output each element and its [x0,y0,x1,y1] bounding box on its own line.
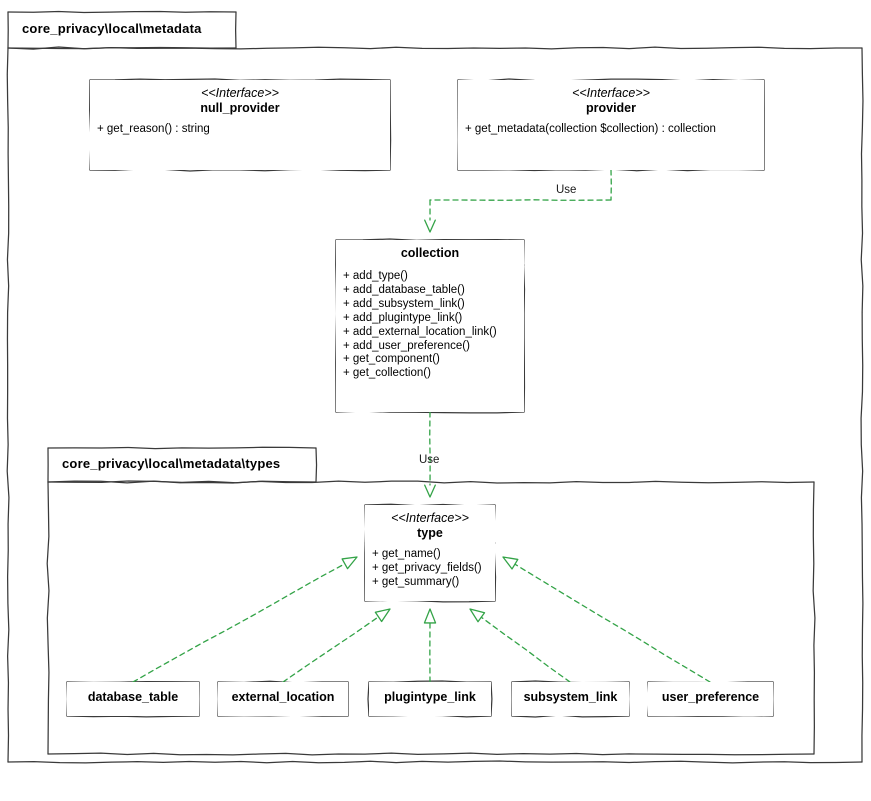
class-node-user_preference[interactable]: user_preference [648,682,773,716]
pkg-types-tab-top [47,446,317,450]
pkg-types-bottom [47,752,815,756]
class-node-provider[interactable]: <<Interface>>provider + get_metadata(coll… [458,80,764,170]
provider-members: + get_metadata(collection $collection) :… [458,118,764,143]
relation-rel-external_location-type[interactable] [282,616,380,683]
external_location-header: external_location [218,682,348,716]
type-members: + get_name()+ get_privacy_fields()+ get_… [365,543,495,596]
database_table-header: database_table [67,682,199,716]
type-member-0: + get_name() [372,548,441,560]
collection-member-7: + get_collection() [343,367,431,380]
subsystem_link-header: subsystem_link [512,682,629,716]
null_provider-name: null_provider [200,101,280,115]
relation-rel-provider-collection[interactable] [429,169,612,221]
pkg-metadata-tab-top [7,10,237,14]
pkg-types-left [46,481,50,755]
null_provider-outline-right [389,79,392,171]
rel-collection-type-arrowhead [424,484,436,498]
pkg-metadata-bottom [7,760,863,764]
class-node-type[interactable]: <<Interface>>type+ get_name()+ get_priva… [365,505,495,601]
pkg-types-top [47,480,815,484]
null_provider-members: + get_reason() : string [90,118,390,143]
rel-external_location-type-arrowhead [374,608,391,623]
collection-member-4: + add_external_location_link() [343,325,497,338]
rel-plugintype_link-type-arrowhead [423,608,437,624]
rel-provider-collection-label: Use [556,184,577,196]
pkg-types-tab-right [315,447,318,483]
collection-member-3: + add_plugintype_link() [343,311,463,324]
user_preference-header: user_preference [648,682,773,716]
external_location-name: external_location [231,690,335,704]
collection-members: + add_type()+ add_database_table()+ add_… [336,265,524,387]
class-node-subsystem_link[interactable]: subsystem_link [512,682,629,716]
class-node-database_table[interactable]: database_table [67,682,199,716]
type-stereotype: <<Interface>> [391,511,469,525]
collection-member-0: + add_type() [343,270,408,282]
rel-subsystem_link-type-seg-0 [480,616,571,683]
rel-provider-collection-arrowhead [424,219,436,233]
rel-subsystem_link-type-arrowhead [469,608,486,623]
plugintype_link-name: plugintype_link [384,690,476,704]
collection-member-5: + add_user_preference() [343,339,470,352]
provider-member-0: + get_metadata(collection $collection) :… [465,123,716,135]
class-node-null_provider[interactable]: <<Interface>>null_provider + get_reason()… [90,80,390,170]
type-name: type [417,526,443,540]
database_table-name: database_table [87,690,179,704]
type-member-2: + get_summary() [372,575,460,588]
collection-member-2: + add_subsystem_link() [343,297,465,310]
pkg-metadata-left [6,47,10,763]
subsystem_link-name: subsystem_link [523,690,618,704]
database_table-outline-bottom [66,715,200,718]
rel-user_preference-type-seg-0 [514,563,711,683]
pkg-metadata-top [7,46,863,50]
rel-database_table-type-arrowhead [341,556,358,570]
plugintype_link-header: plugintype_link [369,682,491,716]
collection-member-6: + get_component() [343,353,440,366]
rel-external_location-type-seg-0 [282,616,380,683]
rel-user_preference-type-arrowhead [502,556,519,570]
pkg-types-tab-bottom [47,480,317,484]
collection-member-1: + add_database_table() [343,283,465,296]
rel-database_table-type-seg-0 [132,563,346,683]
type-header: <<Interface>>type [365,505,495,543]
pkg-metadata-label: core_privacy\local\metadata [22,21,202,36]
type-member-1: + get_privacy_fields() [372,561,482,574]
rel-collection-type-label: Use [419,454,440,466]
provider-stereotype: <<Interface>> [572,86,650,100]
null_provider-header: <<Interface>>null_provider [90,80,390,118]
pkg-types-right [812,481,816,755]
plugintype_link-outline-right [490,681,493,717]
relation-rel-subsystem_link-type[interactable] [480,616,571,683]
pkg-metadata-tab-bottom [7,46,237,50]
collection-header: collection [336,240,524,265]
provider-header: <<Interface>>provider [458,80,764,118]
relation-rel-user_preference-type[interactable] [514,563,711,683]
null_provider-stereotype: <<Interface>> [201,86,279,100]
class-node-plugintype_link[interactable]: plugintype_link [369,682,491,716]
class-node-collection[interactable]: collection + add_type()+ add_database_tab… [336,240,524,412]
pkg-metadata-right [860,47,864,763]
collection-name: collection [400,246,460,260]
class-node-external_location[interactable]: external_location [218,682,348,716]
provider-name: provider [585,101,636,115]
user_preference-name: user_preference [661,690,760,704]
null_provider-member-0: + get_reason() : string [97,123,210,135]
pkg-types-label: core_privacy\local\metadata\types [62,456,281,471]
relation-rel-database_table-type[interactable] [132,563,346,683]
